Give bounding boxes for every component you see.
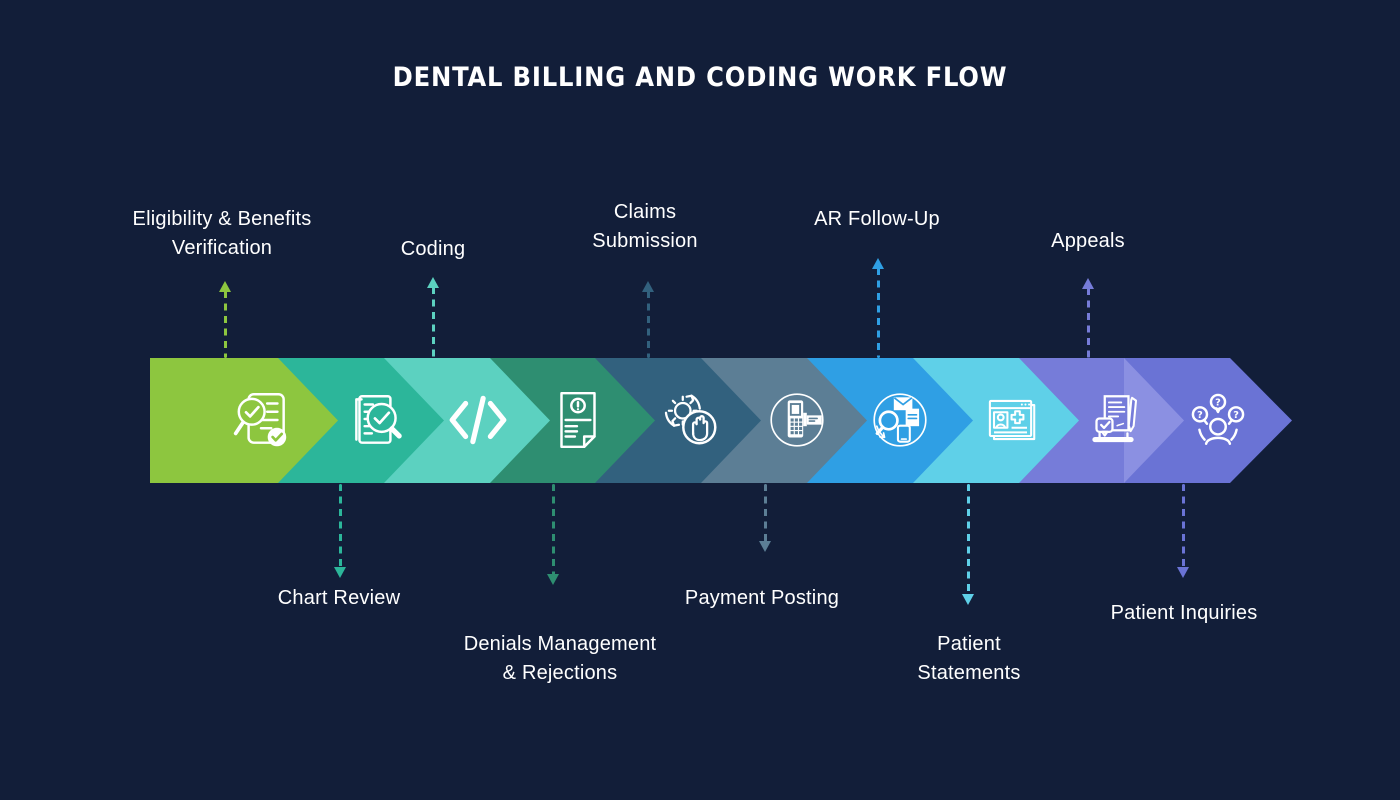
step-arrowhead-payment-posting (758, 541, 771, 552)
step-connector-chart-review (338, 484, 342, 568)
step-arrowhead-chart-review (333, 567, 346, 578)
step-connector-appeals (1086, 288, 1090, 358)
document-alert-icon (545, 387, 611, 453)
step-connector-ar-follow-up (876, 268, 880, 358)
step-label-patient-statements: Patient Statements (917, 633, 1021, 684)
step-arrowhead-patient-statements (961, 594, 974, 605)
laptop-document-pen-icon (1080, 387, 1146, 453)
step-connector-payment-posting (763, 484, 767, 542)
step-connector-patient-inquiries (1181, 484, 1185, 568)
search-checklist-icon (229, 387, 295, 453)
step-label-chart-review: Chart Review (277, 587, 401, 609)
step-label-denials-management-rejections: Denials Management & Rejections (463, 633, 657, 684)
step-label-claims-submission: Claims Submission (592, 201, 698, 252)
step-connector-coding (431, 287, 435, 358)
step-connector-claims-submission (646, 291, 650, 358)
step-label-payment-posting: Payment Posting (684, 587, 840, 609)
gear-stop-hand-icon (657, 387, 723, 453)
person-question-bubbles-icon: ? ? ? (1185, 387, 1251, 453)
step-label-ar-follow-up: AR Follow-Up (814, 208, 940, 230)
step-arrowhead-ar-follow-up (871, 258, 884, 269)
step-arrowhead-claims-submission (641, 281, 654, 292)
step-connector-eligibility-benefits-verification (223, 291, 227, 358)
step-arrowhead-coding (426, 277, 439, 288)
step-connector-denials-management-rejections (551, 484, 555, 575)
step-connector-patient-statements (966, 484, 970, 595)
patient-record-card-icon (977, 387, 1043, 453)
step-label-patient-inquiries: Patient Inquiries (1110, 602, 1258, 624)
svg-text:?: ? (1197, 410, 1203, 421)
step-label-appeals: Appeals (1051, 230, 1125, 252)
step-arrowhead-eligibility-benefits-verification (218, 281, 231, 292)
step-arrowhead-appeals (1081, 278, 1094, 289)
document-magnifier-check-icon (344, 387, 410, 453)
page-title: DENTAL BILLING AND CODING WORK FLOW (392, 62, 1008, 93)
svg-text:?: ? (1233, 410, 1239, 421)
step-arrowhead-denials-management-rejections (546, 574, 559, 585)
step-label-eligibility-benefits-verification: Eligibility & Benefits Verification (132, 208, 312, 259)
search-mail-phone-icon (867, 387, 933, 453)
payment-terminal-icon (764, 387, 830, 453)
svg-text:?: ? (1215, 398, 1221, 409)
code-brackets-icon (445, 387, 511, 453)
step-label-coding: Coding (400, 238, 466, 260)
step-arrowhead-patient-inquiries (1176, 567, 1189, 578)
